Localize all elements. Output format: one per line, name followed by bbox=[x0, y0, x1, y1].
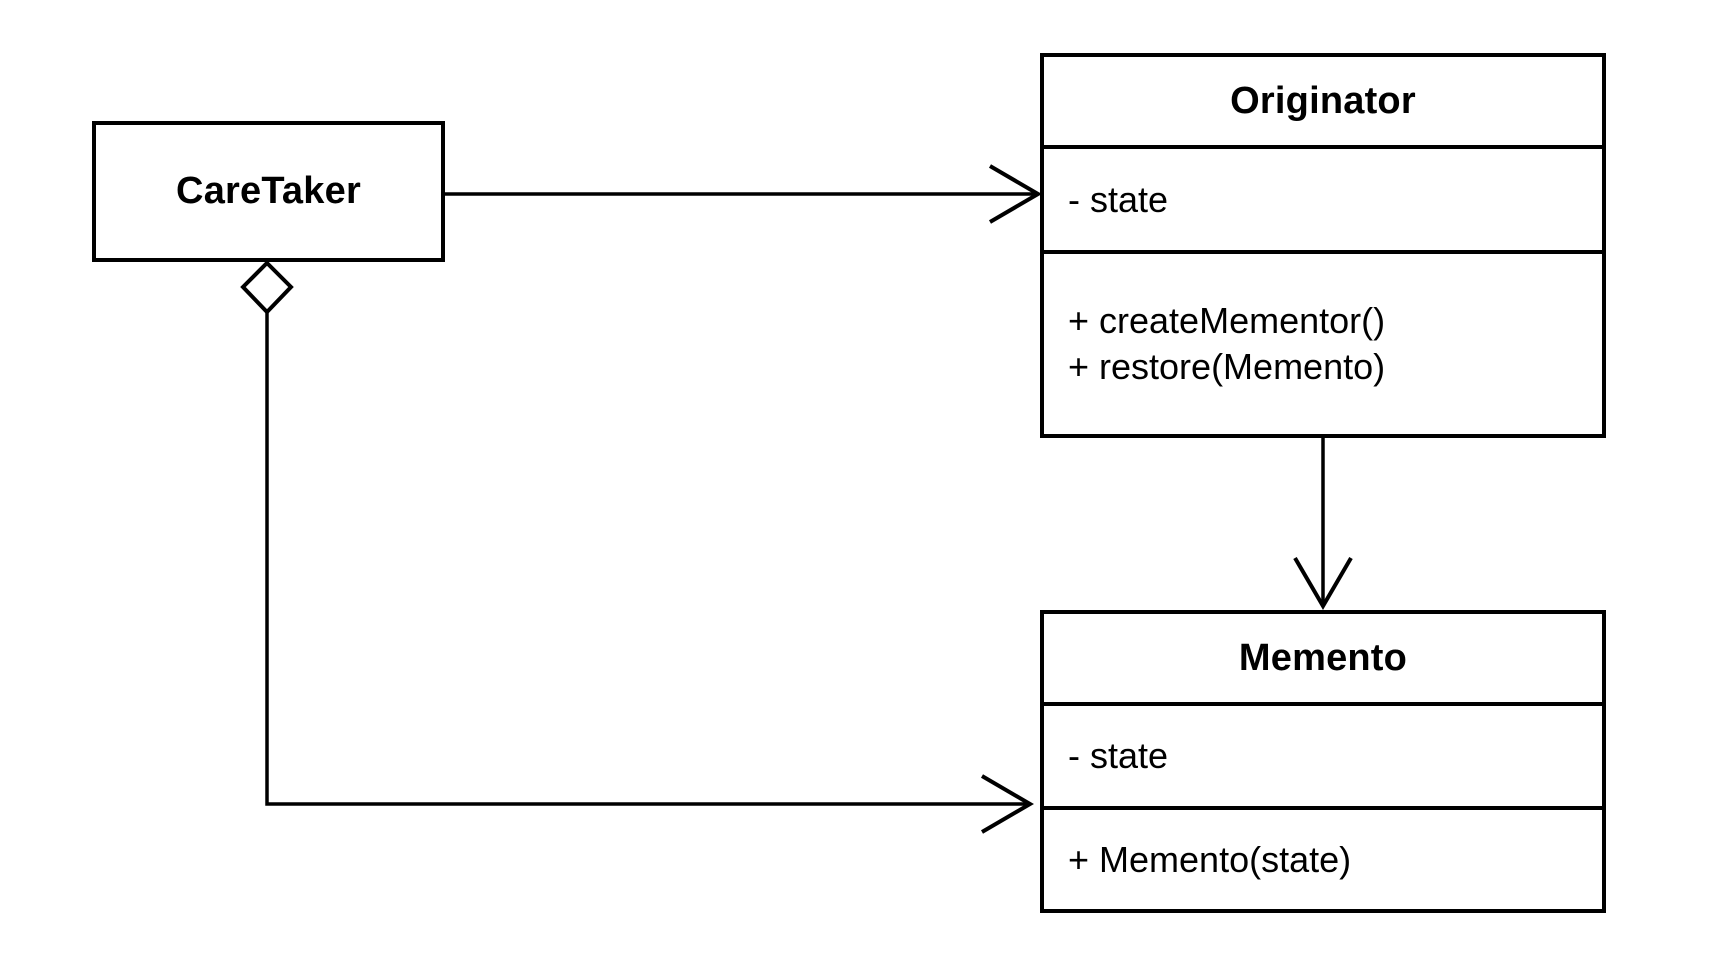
methods-compartment-memento: + Memento(state) bbox=[1044, 806, 1602, 909]
connector-line bbox=[265, 312, 1028, 806]
attribute-state: - state bbox=[1068, 735, 1169, 776]
class-name-originator: Originator bbox=[1230, 79, 1416, 122]
open-arrowhead-icon bbox=[988, 164, 1042, 224]
open-arrowhead-icon bbox=[980, 774, 1034, 834]
class-box-caretaker: CareTaker bbox=[92, 121, 445, 262]
class-name-caretaker: CareTaker bbox=[176, 170, 361, 212]
connector-caretaker-originator bbox=[445, 164, 1042, 224]
class-name-memento: Memento bbox=[1238, 636, 1408, 679]
attributes-compartment-originator: - state bbox=[1044, 145, 1602, 250]
connector-originator-memento bbox=[1293, 438, 1353, 610]
attribute-state: - state bbox=[1068, 178, 1169, 220]
method-memento-constructor: + Memento(state) bbox=[1068, 838, 1352, 880]
class-box-memento: Memento - state + Memento(state) bbox=[1040, 610, 1606, 913]
class-box-originator: Originator - state + createMementor() + … bbox=[1040, 53, 1606, 438]
method-restore: + restore(Memento) bbox=[1068, 346, 1386, 387]
methods-compartment-originator: + createMementor() + restore(Memento) bbox=[1044, 250, 1602, 434]
attributes-compartment-memento: - state bbox=[1044, 702, 1602, 806]
open-arrowhead-icon bbox=[1293, 556, 1353, 610]
method-create-mementor: + createMementor() bbox=[1068, 300, 1386, 341]
aggregation-diamond-icon bbox=[240, 260, 294, 315]
connector-caretaker-memento bbox=[240, 260, 1034, 834]
